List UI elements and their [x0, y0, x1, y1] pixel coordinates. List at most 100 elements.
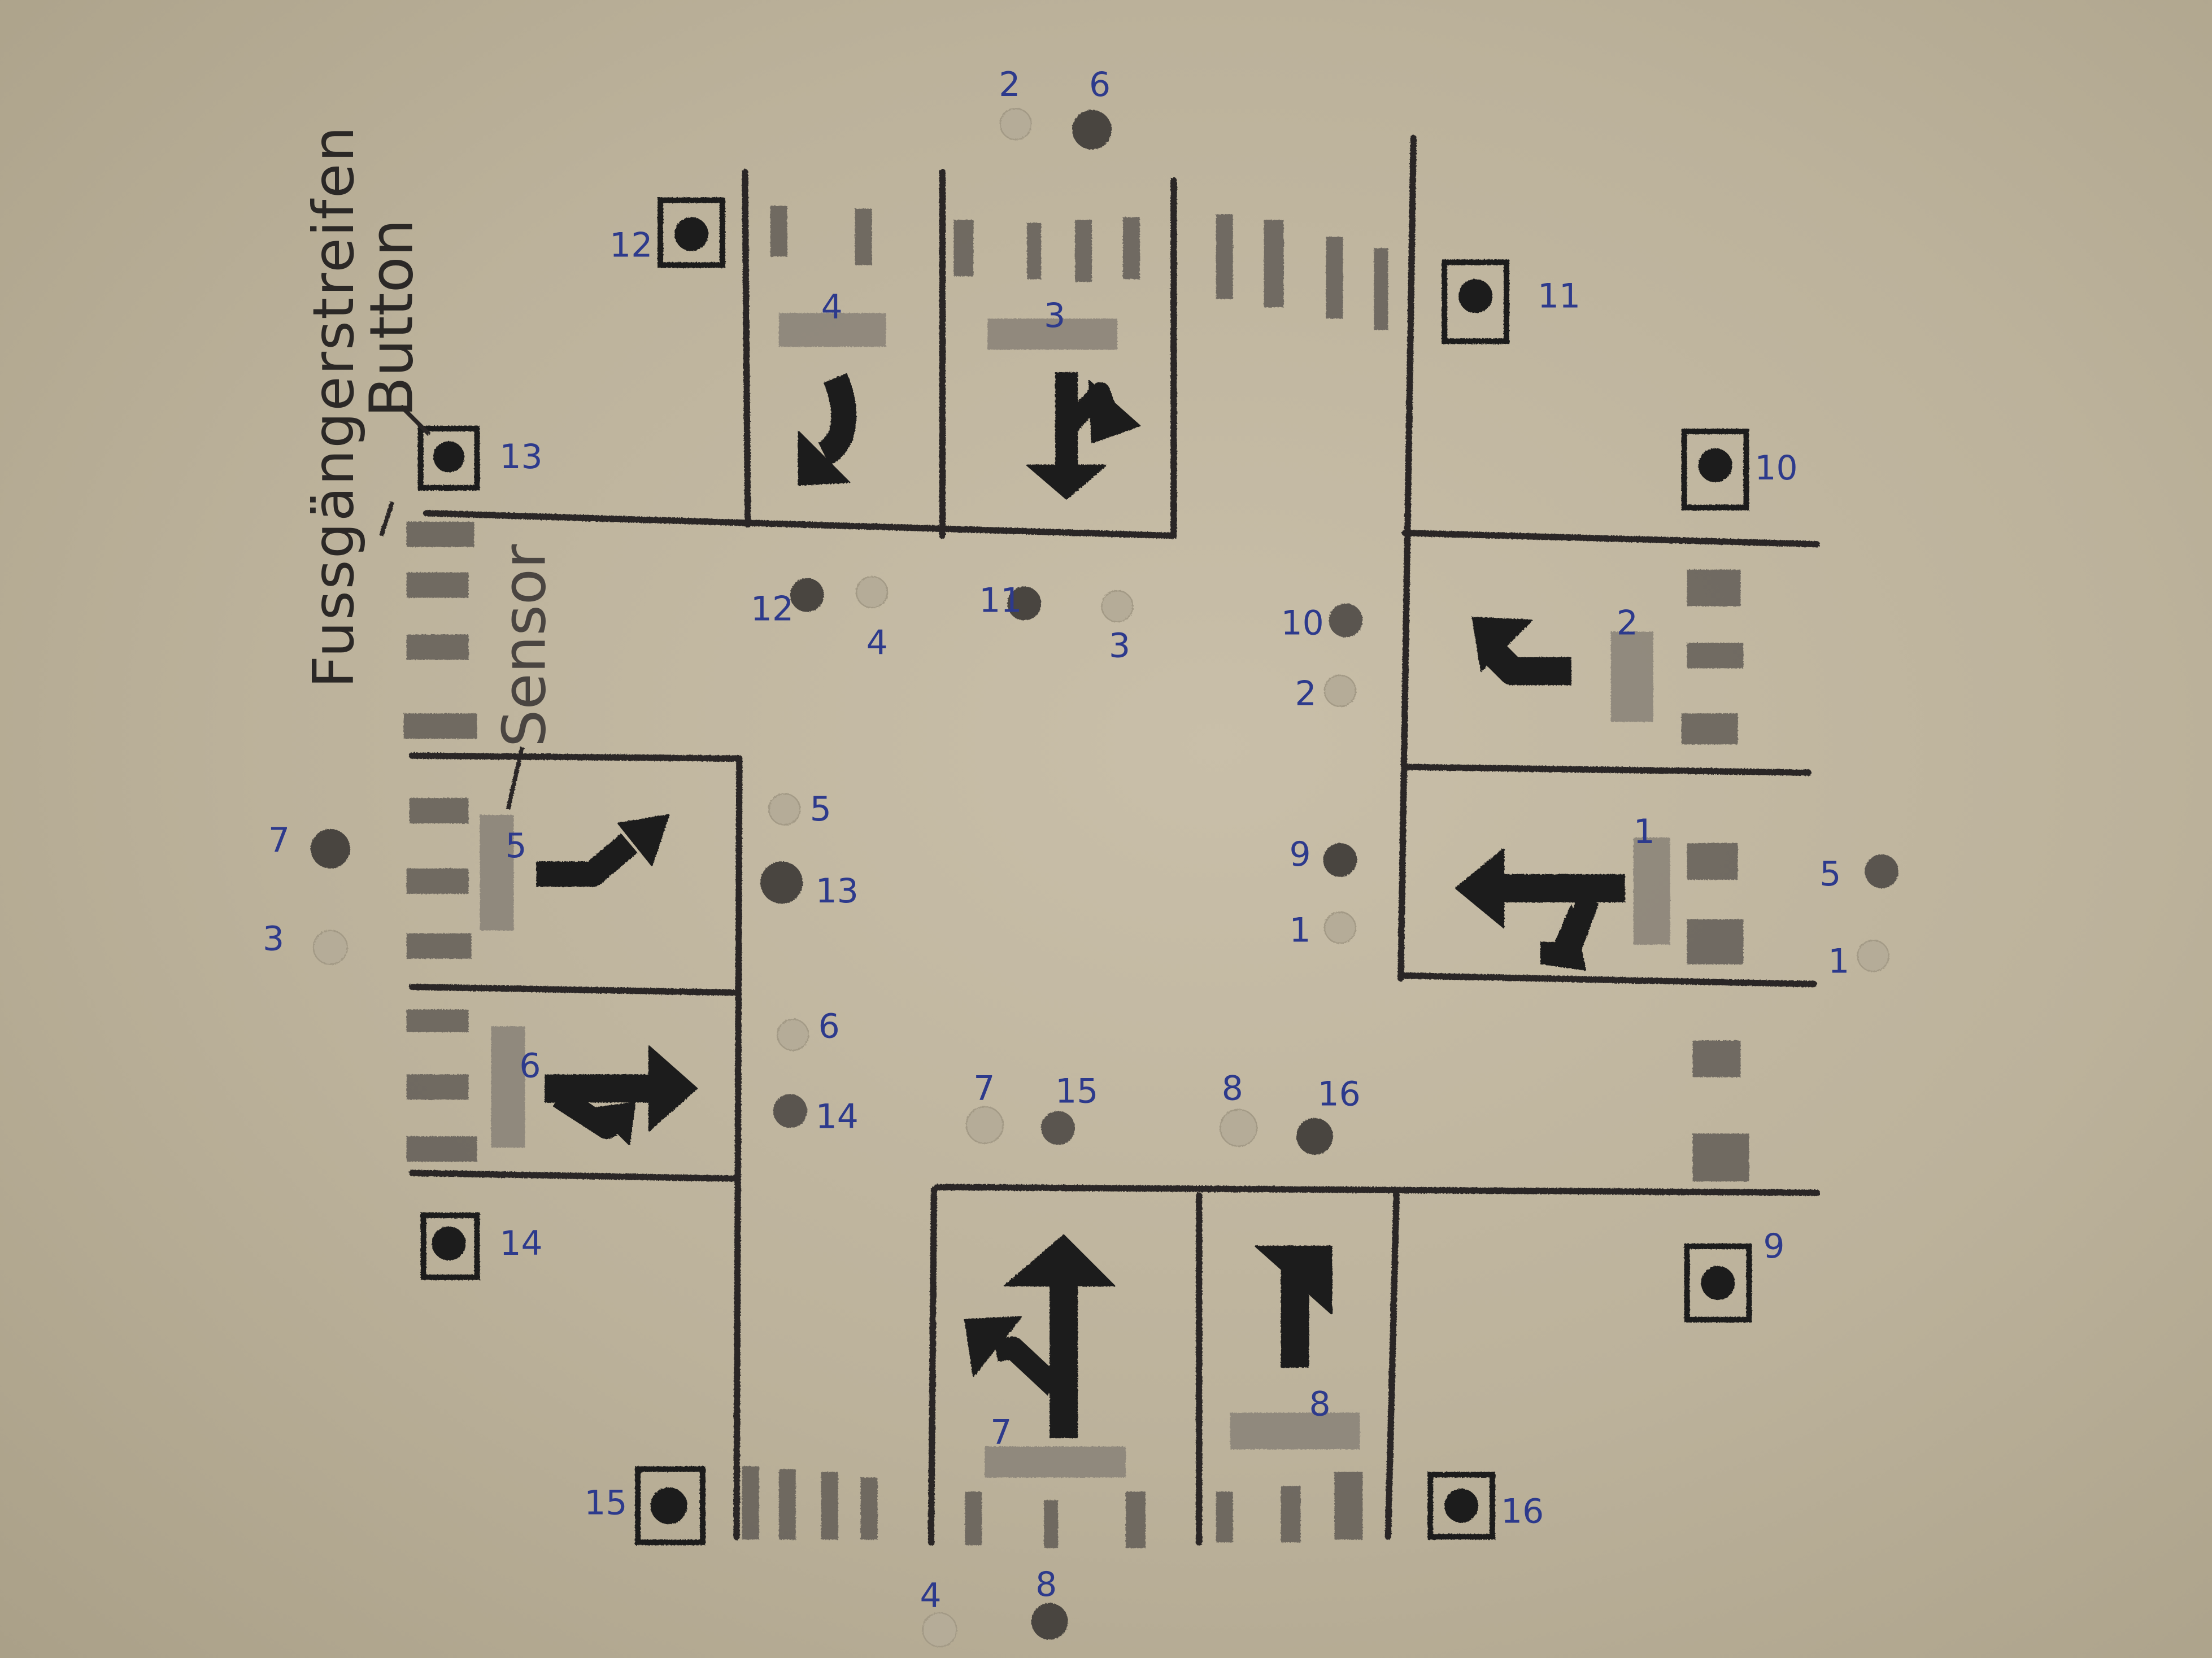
signal-5-left-label: 5 — [810, 789, 831, 829]
signal-5-left-light — [768, 793, 801, 826]
signal-7-bottom-light — [965, 1106, 1004, 1144]
signal-4-top-label: 4 — [866, 623, 888, 662]
signal-3-top-label: 3 — [1109, 626, 1130, 665]
signal-9-right-label: 9 — [1290, 835, 1311, 874]
annotation-leader-lines — [379, 404, 525, 810]
signal-6-left-label: 6 — [818, 1006, 840, 1046]
signal-5-far-right-light — [1865, 854, 1899, 888]
crosswalk-east — [1681, 569, 1749, 1182]
signal-16-bottom-light — [1296, 1118, 1333, 1155]
sensor-1-label: 1 — [1634, 812, 1655, 852]
signal-15-bottom-label: 15 — [1055, 1071, 1098, 1111]
sensor-bars — [480, 313, 1670, 1478]
signal-6-left-light — [777, 1018, 809, 1051]
pedestrian-button-15 — [635, 1466, 706, 1546]
button-10-label: 10 — [1754, 448, 1797, 488]
button-15-label: 15 — [584, 1483, 627, 1522]
arrow-icon-lane-2 — [1471, 617, 1571, 686]
signal-10-right-light — [1329, 603, 1363, 638]
signal-3-west-light — [312, 930, 349, 965]
lane-arrows — [536, 372, 1625, 1438]
crosswalk-west — [403, 521, 477, 1162]
pedestrian-button-9 — [1684, 1244, 1752, 1323]
pedestrian-button-16 — [1427, 1472, 1496, 1540]
pedestrian-button-10 — [1681, 428, 1749, 511]
sensor-7-bar — [985, 1446, 1126, 1478]
signal-11-top-light — [1007, 586, 1042, 621]
button-16-label: 16 — [1501, 1491, 1544, 1531]
sensor-2-bar — [1610, 631, 1653, 722]
signal-10-right-label: 10 — [1281, 603, 1324, 643]
arrow-icon-lane-8 — [1255, 1245, 1333, 1368]
signal-7-bottom-label: 7 — [973, 1068, 995, 1108]
signal-14-left-light — [773, 1094, 807, 1128]
sensor-3-bar — [987, 318, 1117, 350]
signal-13-left-label: 13 — [816, 871, 859, 911]
signal-4-south-label: 4 — [920, 1576, 941, 1616]
pedestrian-button-12 — [657, 197, 725, 268]
signal-8-south-label: 8 — [1035, 1565, 1057, 1604]
button-9-label: 9 — [1763, 1227, 1784, 1266]
signal-13-left-light — [760, 861, 803, 904]
sensor-5-label: 5 — [505, 826, 526, 866]
signal-7-west-light — [310, 829, 350, 869]
signal-2-right-light — [1323, 674, 1357, 708]
crosswalk-north — [770, 206, 1388, 330]
signal-8-south-light — [1031, 1603, 1068, 1640]
signal-4-south-light — [922, 1612, 957, 1648]
signal-6-north-light — [1072, 110, 1112, 150]
annotation-labels: Fussgängerstreifen Button Sensor — [301, 125, 559, 747]
signal-2-north-light — [999, 107, 1032, 141]
signal-15-bottom-light — [1041, 1111, 1075, 1145]
signal-12-top-label: 12 — [751, 590, 794, 629]
sensor-8-label: 8 — [1309, 1385, 1331, 1424]
sensor-7-label: 7 — [990, 1413, 1012, 1452]
signal-12-top-light — [790, 578, 824, 612]
signal-4-top-light — [855, 575, 889, 609]
pedestrian-button-13 — [417, 425, 480, 491]
sensor-3-label: 3 — [1044, 296, 1065, 335]
signal-8-bottom-light — [1219, 1109, 1258, 1147]
signal-lights — [310, 107, 1899, 1648]
button-13-label: 13 — [499, 437, 542, 477]
arrow-icon-lane-4 — [798, 373, 857, 486]
sensor-5-bar — [480, 815, 514, 931]
signal-2-north-label: 2 — [999, 65, 1020, 104]
sensor-annotation: Sensor — [490, 544, 559, 747]
arrow-icon-lane-5 — [536, 814, 670, 887]
button-annotation: Button — [358, 219, 426, 417]
sensor-6-label: 6 — [519, 1046, 541, 1085]
signal-1-far-right-label: 1 — [1828, 942, 1849, 981]
signal-8-bottom-label: 8 — [1222, 1068, 1243, 1108]
signal-1-far-right-light — [1857, 939, 1889, 972]
signal-7-west-label: 7 — [268, 821, 290, 860]
signal-3-west-label: 3 — [263, 919, 284, 959]
sensor-8-bar — [1230, 1412, 1360, 1450]
signal-3-top-light — [1101, 590, 1134, 623]
road-outlines — [409, 135, 1820, 1546]
sensor-6-bar — [491, 1026, 525, 1148]
signal-9-right-light — [1323, 843, 1357, 877]
number-labels: 2 6 12 4 11 3 10 2 9 1 5 1 7 3 5 13 6 14… — [263, 65, 1849, 1616]
signal-1-right-label: 1 — [1290, 911, 1311, 950]
button-14-label: 14 — [499, 1224, 542, 1263]
sensor-1-bar — [1633, 837, 1670, 945]
sensor-4-label: 4 — [821, 287, 843, 327]
signal-11-top-label: 11 — [979, 581, 1022, 621]
signal-14-left-label: 14 — [816, 1097, 859, 1136]
pedestrian-button-11 — [1442, 259, 1510, 344]
signal-16-bottom-label: 16 — [1317, 1074, 1360, 1114]
sensor-4-bar — [778, 313, 886, 347]
button-12-label: 12 — [609, 225, 652, 265]
pedestrian-button-14 — [420, 1212, 480, 1280]
signal-2-right-label: 2 — [1295, 674, 1317, 713]
button-11-label: 11 — [1538, 276, 1580, 316]
pedestrian-buttons — [417, 197, 1752, 1546]
signal-6-north-label: 6 — [1089, 65, 1111, 104]
arrow-icon-lane-3 — [1026, 372, 1141, 500]
signal-1-right-light — [1323, 911, 1357, 944]
crosswalk-annotation: Fussgängerstreifen — [301, 125, 367, 688]
crosswalk-south — [742, 1466, 1363, 1548]
signal-5-far-right-label: 5 — [1819, 854, 1841, 894]
